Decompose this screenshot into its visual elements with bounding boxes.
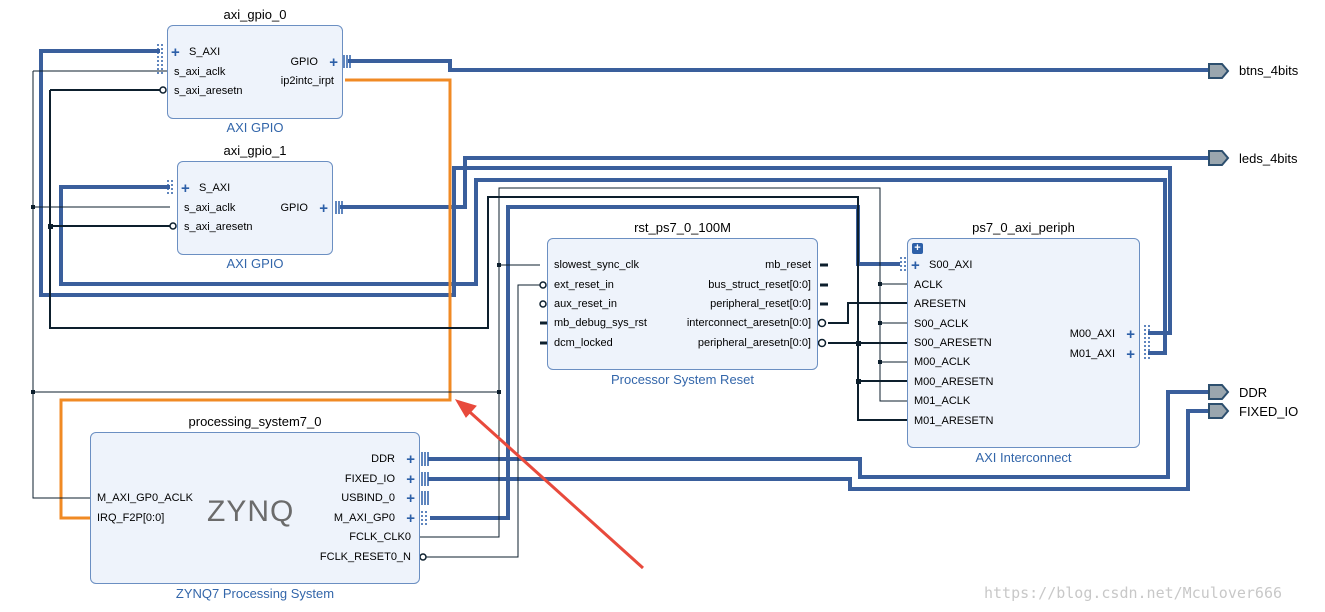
axi-gpio-0-block[interactable]: + S_AXI s_axi_aclk s_axi_aresetn GPIO + … [167, 25, 343, 119]
bus-btns [348, 59, 1208, 72]
ps7-title: processing_system7_0 [188, 414, 322, 429]
pin-fixed-io[interactable]: FIXED_IO [344, 473, 395, 485]
port-btns-shape [1208, 63, 1230, 79]
annotation-arrowhead [454, 399, 477, 418]
bus-gpio1-s-axi [59, 178, 1167, 355]
pin-m00-aclk[interactable]: M00_ACLK [914, 356, 971, 368]
pin-m-axi-gp0[interactable]: M_AXI_GP0 [333, 512, 395, 524]
pin-m01-axi[interactable]: M01_AXI [1069, 348, 1115, 360]
pin-slowest-sync-clk[interactable]: slowest_sync_clk [554, 259, 639, 271]
pin-s-axi[interactable]: S_AXI [189, 46, 221, 58]
port-fixedio-shape [1208, 403, 1230, 419]
pin-aux-reset-in[interactable]: aux_reset_in [554, 298, 617, 310]
proc-sys-reset-block[interactable]: slowest_sync_clk ext_reset_in aux_reset_… [547, 238, 818, 370]
bus-ddr [428, 390, 1208, 479]
expand-usbind-icon[interactable]: + [406, 490, 415, 507]
wire-fclk-reset [420, 284, 540, 558]
pin-gpio[interactable]: GPIO [280, 202, 308, 214]
port-fixed-io-label[interactable]: FIXED_IO [1239, 404, 1299, 419]
pin-peripheral-aresetn[interactable]: peripheral_aresetn[0:0] [697, 337, 811, 349]
pin-m-axi-gp0-aclk[interactable]: M_AXI_GP0_ACLK [97, 492, 193, 504]
port-btns-label[interactable]: btns_4bits [1239, 63, 1299, 78]
axi-interconnect-block[interactable]: + + S00_AXI ACLK ARESETN S00_ACLK S00_AR… [907, 238, 1140, 448]
pin-s-axi-aresetn[interactable]: s_axi_aresetn [174, 85, 243, 97]
expand-s00-axi-icon[interactable]: + [911, 257, 920, 274]
bus-ps-m-axi-gp0 [430, 205, 900, 520]
expand-fixed-io-icon[interactable]: + [406, 471, 415, 488]
wire-irq [59, 78, 452, 520]
rst-subtitle: Processor System Reset [610, 372, 755, 387]
rst-title: rst_ps7_0_100M [634, 220, 731, 235]
bus-leds [340, 156, 1208, 209]
expand-m-axi-gp0-icon[interactable]: + [406, 510, 415, 527]
watermark: https://blog.csdn.net/Mculover666 [984, 584, 1283, 602]
periph-title: ps7_0_axi_periph [972, 220, 1075, 235]
periph-subtitle: AXI Interconnect [975, 450, 1072, 465]
pin-aclk[interactable]: ACLK [914, 279, 943, 291]
pin-s-axi-aclk[interactable]: s_axi_aclk [184, 202, 236, 214]
axi-gpio-1-block[interactable]: + S_AXI s_axi_aclk s_axi_aresetn GPIO + [177, 161, 333, 255]
expand-ddr-icon[interactable]: + [406, 451, 415, 468]
gpio0-title: axi_gpio_0 [223, 7, 287, 22]
pin-s-axi-aclk[interactable]: s_axi_aclk [174, 66, 226, 78]
pin-ip2intc-irpt[interactable]: ip2intc_irpt [280, 75, 334, 87]
pin-dcm-locked[interactable]: dcm_locked [554, 337, 613, 349]
port-ddr-label[interactable]: DDR [1239, 385, 1268, 400]
port-leds-shape [1208, 150, 1230, 166]
pin-aresetn[interactable]: ARESETN [914, 298, 966, 310]
expand-hierarchy-icon[interactable]: + [912, 243, 923, 254]
gpio1-title: axi_gpio_1 [223, 143, 287, 158]
pin-s00-aresetn[interactable]: S00_ARESETN [914, 337, 992, 349]
pin-s00-aclk[interactable]: S00_ACLK [914, 318, 969, 330]
pin-s00-axi[interactable]: S00_AXI [929, 259, 973, 271]
pin-mb-reset[interactable]: mb_reset [765, 259, 811, 271]
pin-ddr[interactable]: DDR [371, 453, 395, 465]
bus-fixed-io [428, 409, 1208, 491]
expand-s-axi-icon[interactable]: + [171, 44, 180, 61]
pin-m00-aresetn[interactable]: M00_ARESETN [914, 376, 994, 388]
pin-s-axi-aresetn[interactable]: s_axi_aresetn [184, 221, 253, 233]
pin-fclk-clk0[interactable]: FCLK_CLK0 [349, 531, 411, 543]
pin-m01-aclk[interactable]: M01_ACLK [914, 395, 971, 407]
pin-ext-reset-in[interactable]: ext_reset_in [554, 279, 614, 291]
expand-gpio-icon[interactable]: + [329, 54, 338, 71]
gpio0-subtitle: AXI GPIO [226, 120, 284, 135]
bus-gpio0-s-axi [39, 49, 1172, 335]
zynq-logo: ZYNQ [207, 495, 295, 528]
wire-interconnect-aresetn [828, 302, 910, 324]
ps7-subtitle: ZYNQ7 Processing System [175, 586, 335, 601]
pin-irq-f2p[interactable]: IRQ_F2P[0:0] [97, 512, 165, 524]
expand-gpio-icon[interactable]: + [319, 200, 328, 217]
pin-m00-axi[interactable]: M00_AXI [1069, 328, 1115, 340]
pin-peripheral-reset[interactable]: peripheral_reset[0:0] [710, 298, 811, 310]
expand-m00-axi-icon[interactable]: + [1126, 326, 1135, 343]
pin-bus-struct-reset[interactable]: bus_struct_reset[0:0] [708, 279, 811, 291]
pin-gpio[interactable]: GPIO [290, 56, 318, 68]
zynq-ps-block[interactable]: ZYNQ M_AXI_GP0_ACLK IRQ_F2P[0:0] DDR + F… [90, 432, 420, 584]
pin-interconnect-aresetn[interactable]: interconnect_aresetn[0:0] [686, 317, 811, 329]
pin-m01-aresetn[interactable]: M01_ARESETN [914, 415, 994, 427]
expand-s-axi-icon[interactable]: + [181, 180, 190, 197]
pin-usbind-0[interactable]: USBIND_0 [341, 492, 395, 504]
annotation-arrow [460, 403, 645, 570]
pin-fclk-reset0-n[interactable]: FCLK_RESET0_N [319, 551, 411, 563]
pin-mb-debug-sys-rst[interactable]: mb_debug_sys_rst [554, 317, 647, 329]
gpio1-subtitle: AXI GPIO [226, 256, 284, 271]
expand-m01-axi-icon[interactable]: + [1126, 346, 1135, 363]
port-ddr-shape [1208, 384, 1230, 400]
pin-s-axi[interactable]: S_AXI [199, 182, 231, 194]
port-leds-label[interactable]: leds_4bits [1239, 151, 1298, 166]
